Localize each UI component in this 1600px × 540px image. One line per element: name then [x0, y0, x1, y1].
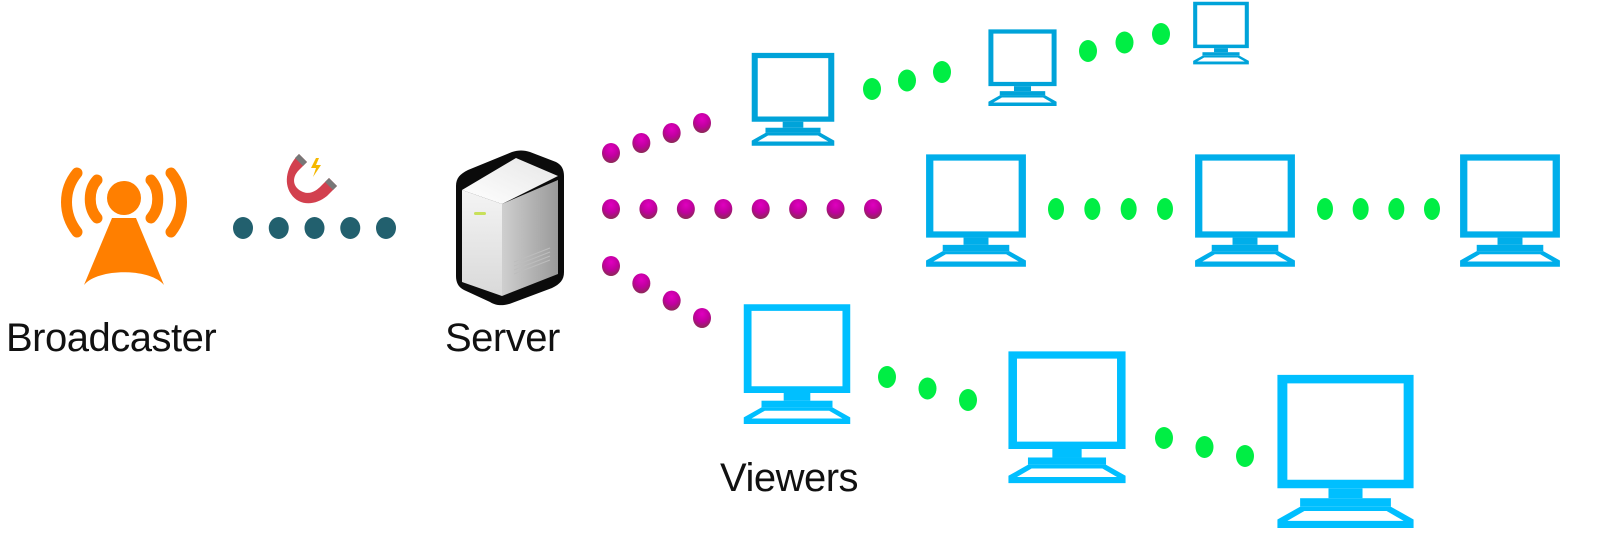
connection-dot — [714, 199, 733, 219]
connection-dot — [1084, 198, 1101, 220]
connection-dot — [693, 113, 711, 133]
monitor-icon — [988, 29, 1057, 107]
connection-dot — [662, 123, 681, 143]
connection-dot — [959, 389, 977, 411]
connection-dot — [864, 199, 882, 219]
connection-dot — [1048, 198, 1064, 220]
connection-dot — [878, 366, 896, 388]
connection-dot — [693, 308, 711, 328]
connection-dot — [662, 290, 681, 311]
signal-wave-outer-left — [61, 167, 83, 238]
broadcast-antenna-icon — [61, 167, 187, 285]
signal-wave-inner-left — [84, 174, 103, 224]
viewers-label: Viewers — [720, 456, 859, 500]
connection-dot — [602, 143, 620, 163]
monitor-icon — [743, 304, 851, 424]
monitor-icon — [1460, 154, 1560, 267]
connection-dot — [1424, 198, 1440, 220]
connection-dot — [1352, 198, 1369, 220]
server-tower-icon — [456, 150, 564, 306]
connection-dot — [789, 199, 808, 219]
monitor-icon — [926, 154, 1026, 267]
connection-dot — [1155, 427, 1173, 449]
monitor-icon — [1195, 154, 1295, 267]
connection-dot — [639, 199, 658, 219]
connection-dot — [340, 217, 361, 239]
broadcaster-label: Broadcaster — [6, 316, 217, 360]
connection-dot — [1317, 198, 1333, 220]
connection-dot — [602, 199, 620, 219]
magnet-icon — [286, 154, 337, 204]
monitor-icon — [1277, 374, 1414, 528]
connection-dot — [1195, 436, 1214, 458]
connection-dot — [304, 217, 325, 239]
connection-dot — [918, 377, 937, 400]
connection-dot — [632, 133, 651, 153]
antenna-head — [107, 181, 141, 215]
connection-dot — [1236, 445, 1254, 467]
connection-dot — [602, 256, 620, 276]
server-label: Server — [445, 316, 560, 360]
connection-dot — [1079, 40, 1097, 62]
signal-wave-inner-right — [145, 174, 164, 224]
connection-dot — [826, 199, 845, 219]
connection-dots — [233, 23, 1440, 467]
connection-dot — [863, 78, 881, 100]
connection-dot — [268, 217, 289, 239]
antenna-mast — [84, 218, 164, 285]
signal-wave-outer-right — [165, 167, 187, 238]
connection-dot — [898, 69, 916, 92]
monitor-icon — [751, 52, 835, 146]
connection-dot — [933, 61, 951, 83]
connection-dot — [1152, 23, 1170, 45]
connection-dot — [751, 199, 770, 219]
connection-dot — [676, 199, 695, 219]
connection-dot — [233, 217, 253, 239]
monitor-icon — [1193, 1, 1249, 65]
connection-dot — [1388, 198, 1405, 220]
monitor-icon — [1008, 351, 1126, 484]
connection-dot — [1157, 198, 1173, 220]
connection-dot — [376, 217, 396, 239]
connection-dot — [632, 273, 651, 294]
connection-dot — [1115, 31, 1134, 54]
connection-dot — [1120, 198, 1137, 220]
